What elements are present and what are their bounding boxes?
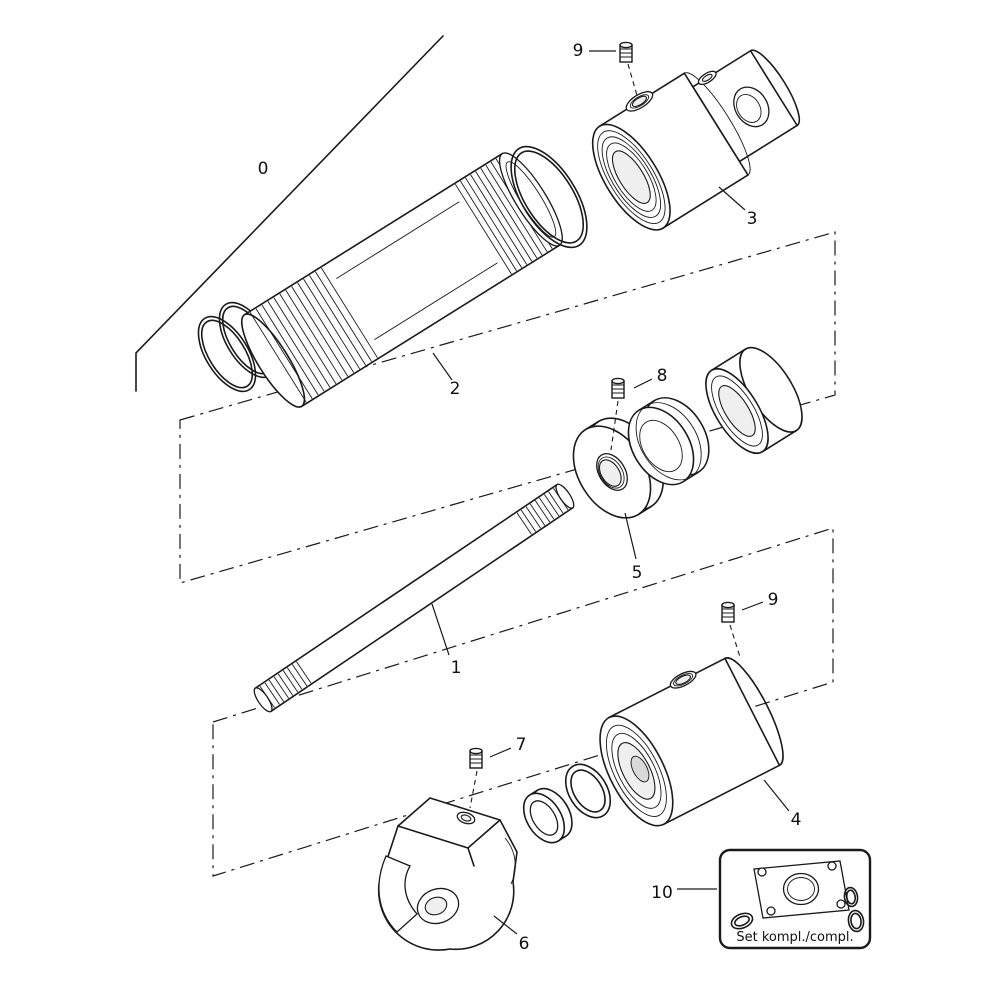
part-label-4: 4	[791, 810, 802, 830]
kit-o-ring-1	[730, 912, 754, 930]
label-leader-3	[718, 186, 746, 211]
kit-caption: Set kompl./compl.	[736, 930, 853, 945]
part-label-0: 0	[258, 159, 269, 179]
part-labels: 0 1 2 3 4 5 6 7 8 9 9 10	[258, 41, 802, 954]
kit-o-ring-3	[847, 909, 865, 933]
seal-kit-box: Set kompl./compl.	[718, 848, 872, 950]
piston-rod	[253, 483, 575, 713]
alignment-line-9-mid	[729, 624, 741, 658]
alignment-line-7	[469, 770, 478, 809]
alignment-line-9-top	[627, 63, 639, 100]
flange-gasket	[753, 860, 850, 919]
part-label-9-mid: 9	[768, 590, 779, 610]
screw-7	[469, 747, 483, 809]
piston-assembly	[572, 346, 803, 519]
head-port-boss	[625, 91, 654, 112]
part-label-6: 6	[519, 934, 530, 954]
guide-bushing	[705, 346, 803, 455]
rod-seal	[522, 787, 573, 844]
label-leader-9-mid	[741, 601, 764, 611]
part-label-8: 8	[657, 366, 668, 386]
clevis-rod-end	[377, 797, 518, 951]
screw-9-mid	[721, 601, 741, 658]
screw-9-top	[619, 41, 639, 100]
end-cap	[599, 657, 784, 827]
kit-o-ring-2	[843, 886, 859, 908]
label-leader-2	[432, 352, 453, 381]
part-label-2: 2	[450, 379, 461, 399]
part-label-9-top: 9	[573, 41, 584, 61]
part-label-7: 7	[516, 735, 527, 755]
part-label-1: 1	[451, 658, 462, 678]
label-leader-8	[633, 378, 653, 389]
part-label-10: 10	[651, 883, 673, 903]
rod-o-ring	[564, 763, 612, 819]
part-label-3: 3	[747, 209, 758, 229]
label-leader-1	[431, 603, 450, 656]
section-plane-upper	[179, 231, 836, 584]
clevis-fork-slot	[378, 855, 418, 933]
pointer-line-0	[135, 35, 444, 392]
label-leader-7	[489, 747, 512, 758]
label-leader-6	[493, 915, 518, 935]
piston-seal-ring	[627, 397, 710, 486]
section-plane-lower	[212, 527, 834, 877]
cylinder-head	[591, 49, 801, 231]
label-leaders	[431, 50, 790, 935]
head-o-ring	[510, 145, 588, 249]
cylinder-tube	[240, 152, 563, 408]
label-leader-5	[624, 512, 637, 560]
label-leader-4	[763, 779, 790, 812]
part-label-5: 5	[632, 563, 643, 583]
end-cap-port-boss	[669, 670, 697, 689]
